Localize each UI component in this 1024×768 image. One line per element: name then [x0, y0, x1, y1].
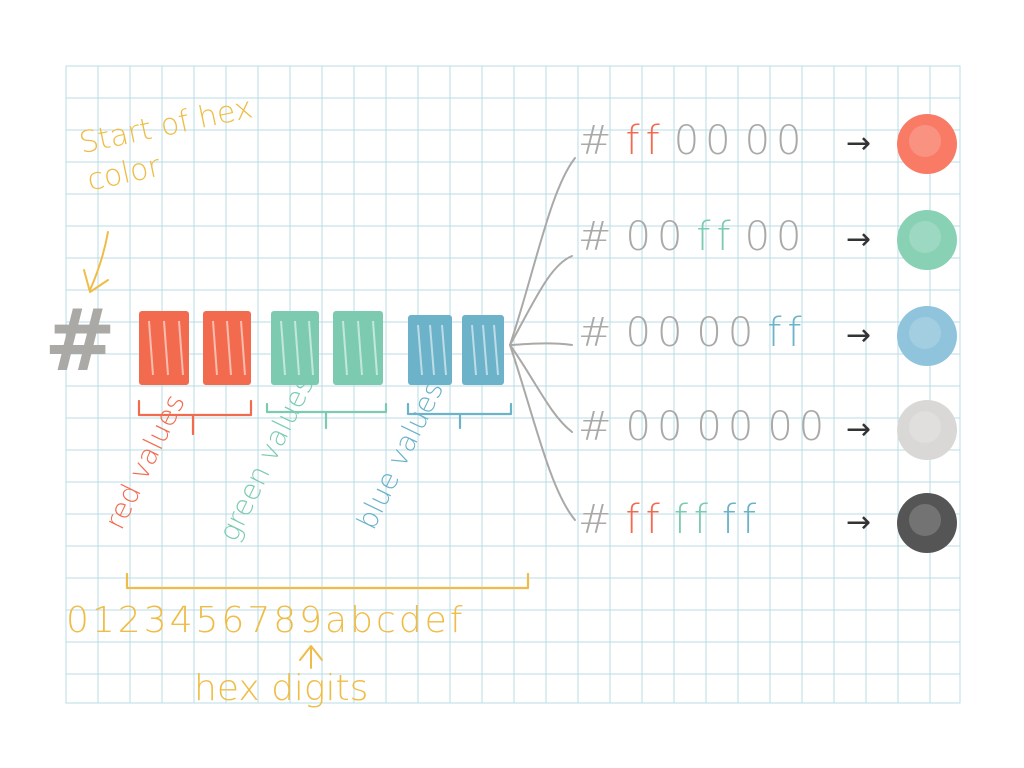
example-hash: #: [578, 214, 618, 260]
example-green-pair: ff: [673, 497, 714, 543]
hatch-stroke: [471, 324, 477, 376]
example-hash: #: [578, 497, 618, 543]
result-arrow: →: [846, 222, 872, 257]
hatch-stroke: [429, 324, 435, 376]
color-swatch: [897, 306, 957, 366]
color-swatch: [897, 400, 957, 460]
example-red-pair: 00: [625, 214, 689, 260]
example-blue-pair: 00: [767, 404, 831, 450]
hex-digits-label: hex digits: [194, 668, 369, 709]
result-arrow: →: [846, 126, 872, 161]
example-hash: #: [578, 404, 618, 450]
hash-symbol: #: [44, 291, 117, 391]
channel-brackets: [125, 399, 530, 590]
start-note-arrow: [83, 231, 109, 293]
example-blue-pair: 00: [744, 214, 808, 260]
example-green-pair: 00: [696, 310, 760, 356]
example-red-pair: 00: [625, 404, 689, 450]
hatch-stroke: [294, 320, 300, 376]
example-blue-pair: ff: [767, 310, 808, 356]
result-arrow: →: [846, 412, 872, 447]
example-green-pair: 00: [673, 118, 737, 164]
hatch-stroke: [178, 320, 184, 376]
hatch-stroke: [493, 324, 499, 376]
example-red-pair: ff: [625, 497, 666, 543]
green-block-1: [271, 311, 319, 385]
hatch-stroke: [163, 320, 169, 376]
example-red-pair: ff: [625, 118, 666, 164]
blue-bracket: [406, 402, 513, 430]
green-bracket: [265, 402, 388, 430]
hatch-stroke: [357, 320, 363, 376]
example-red-pair: 00: [625, 310, 689, 356]
color-swatch: [897, 493, 957, 553]
grid-border: [65, 65, 961, 704]
example-blue-pair: ff: [721, 497, 763, 543]
digits-bracket: [125, 572, 530, 590]
hatch-stroke: [372, 320, 378, 376]
hatch-stroke: [240, 320, 246, 376]
hatch-stroke: [417, 324, 423, 376]
hatch-stroke: [148, 320, 154, 376]
swatch-highlight: [909, 125, 941, 157]
hatch-stroke: [212, 320, 218, 376]
hatch-stroke: [482, 324, 488, 376]
color-swatch: [897, 114, 957, 174]
example-connector-lines: [509, 157, 576, 521]
hex-digit-list: 0123456789abcdef: [66, 600, 466, 641]
hex-digits-arrow: [299, 645, 323, 669]
result-arrow: →: [846, 505, 872, 540]
swatch-highlight: [909, 221, 941, 253]
hatch-stroke: [308, 320, 314, 376]
swatch-highlight: [909, 411, 941, 443]
example-blue-pair: 00: [744, 118, 808, 164]
example-hash: #: [578, 310, 618, 356]
hatch-stroke: [280, 320, 286, 376]
color-swatches: [897, 114, 957, 553]
annotation-arrows: [83, 231, 323, 669]
swatch-highlight: [909, 317, 941, 349]
hatch-stroke: [441, 324, 447, 376]
result-arrow: →: [846, 318, 872, 353]
example-hash: #: [578, 118, 618, 164]
color-swatch: [897, 210, 957, 270]
hatch-stroke: [226, 320, 232, 376]
example-green-pair: ff: [696, 214, 737, 260]
hatch-stroke: [342, 320, 348, 376]
example-green-pair: 00: [696, 404, 760, 450]
block-hatching: [148, 320, 499, 376]
swatch-highlight: [909, 504, 941, 536]
red-bracket: [137, 399, 253, 436]
red-block-2: [203, 311, 251, 385]
